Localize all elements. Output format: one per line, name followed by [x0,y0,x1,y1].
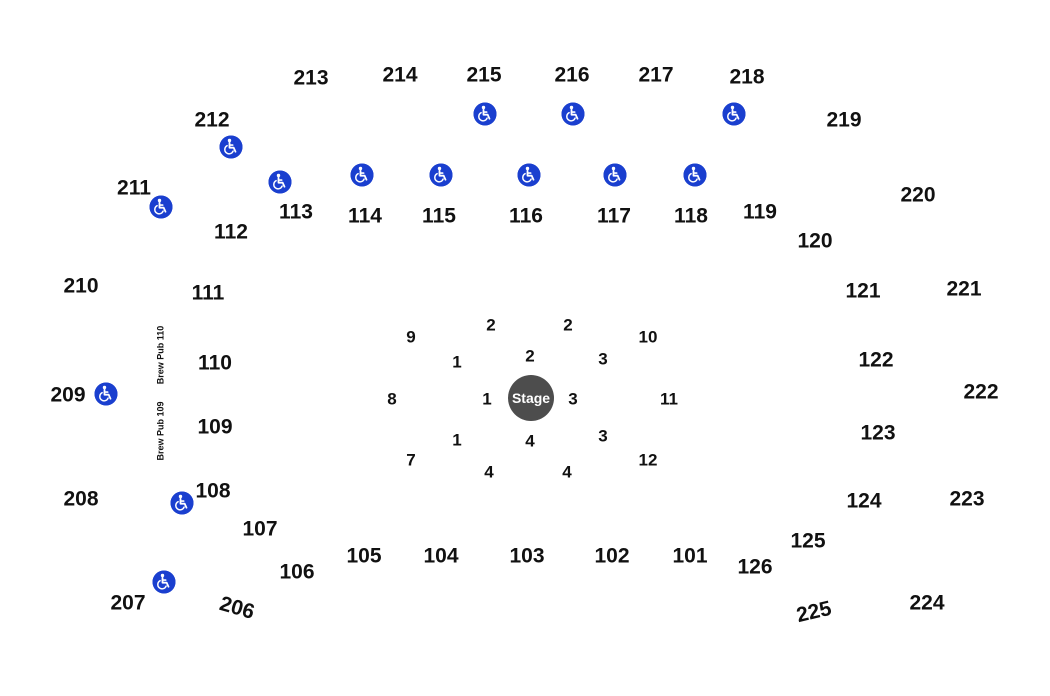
section-222[interactable]: 222 [963,380,999,404]
wheelchair-icon [473,102,497,126]
section-219[interactable]: 219 [826,108,862,132]
section-209[interactable]: 209 [50,383,86,407]
floor-section-4[interactable]: 4 [525,431,535,451]
section-206[interactable]: 206 [216,592,258,624]
section-106[interactable]: 106 [279,560,315,584]
floor-section-2[interactable]: 2 [563,315,573,335]
floor-section-7[interactable]: 7 [406,450,416,470]
section-111[interactable]: 111 [191,281,225,305]
wheelchair-icon [517,163,541,187]
section-124[interactable]: 124 [846,489,882,513]
section-108[interactable]: 108 [195,479,231,503]
section-105[interactable]: 105 [346,544,382,568]
wheelchair-icon [429,163,453,187]
section-217[interactable]: 217 [638,63,674,87]
floor-section-8[interactable]: 8 [387,389,397,409]
section-102[interactable]: 102 [594,544,630,568]
section-220[interactable]: 220 [900,183,936,207]
section-109[interactable]: 109 [197,415,233,439]
brew-pub-109: Brew Pub 109 [155,401,166,461]
section-119[interactable]: 119 [743,200,777,224]
floor-section-12[interactable]: 12 [638,450,658,470]
section-211[interactable]: 211 [117,176,151,200]
floor-section-3[interactable]: 3 [598,349,608,369]
section-126[interactable]: 126 [737,555,773,579]
section-223[interactable]: 223 [949,487,985,511]
wheelchair-icon [152,570,176,594]
section-207[interactable]: 207 [110,591,146,615]
section-101[interactable]: 101 [672,544,708,568]
section-113[interactable]: 113 [279,200,313,224]
section-210[interactable]: 210 [63,274,99,298]
wheelchair-icon [268,170,292,194]
section-212[interactable]: 212 [194,108,230,132]
brew-pub-110: Brew Pub 110 [155,325,166,385]
wheelchair-icon [149,195,173,219]
wheelchair-icon [350,163,374,187]
floor-section-1[interactable]: 1 [482,389,492,409]
section-103[interactable]: 103 [509,544,545,568]
section-215[interactable]: 215 [466,63,502,87]
wheelchair-icon [683,163,707,187]
section-118[interactable]: 118 [674,204,708,228]
section-213[interactable]: 213 [293,66,329,90]
section-110[interactable]: 110 [198,351,232,375]
floor-section-1[interactable]: 1 [452,430,462,450]
floor-section-2[interactable]: 2 [486,315,496,335]
section-104[interactable]: 104 [423,544,459,568]
wheelchair-icon [603,163,627,187]
section-115[interactable]: 115 [422,204,456,228]
wheelchair-icon [561,102,585,126]
wheelchair-icon [722,102,746,126]
section-122[interactable]: 122 [858,348,894,372]
section-214[interactable]: 214 [382,63,418,87]
section-114[interactable]: 114 [348,204,382,228]
stage-label: Stage [511,390,551,406]
section-216[interactable]: 216 [554,63,590,87]
floor-section-3[interactable]: 3 [568,389,578,409]
section-116[interactable]: 116 [509,204,543,228]
section-120[interactable]: 120 [797,229,833,253]
section-208[interactable]: 208 [63,487,99,511]
floor-section-11[interactable]: 11 [660,389,678,409]
section-125[interactable]: 125 [790,529,826,553]
section-121[interactable]: 121 [845,279,881,303]
section-117[interactable]: 117 [597,204,631,228]
wheelchair-icon [219,135,243,159]
floor-section-4[interactable]: 4 [484,462,494,482]
floor-section-3[interactable]: 3 [598,426,608,446]
floor-section-10[interactable]: 10 [638,327,658,347]
section-112[interactable]: 112 [214,220,248,244]
floor-section-4[interactable]: 4 [562,462,572,482]
wheelchair-icon [170,491,194,515]
section-221[interactable]: 221 [946,277,982,301]
section-224[interactable]: 224 [909,591,945,615]
section-107[interactable]: 107 [242,517,278,541]
section-123[interactable]: 123 [860,421,896,445]
section-225[interactable]: 225 [794,596,834,628]
floor-section-1[interactable]: 1 [452,352,462,372]
wheelchair-icon [94,382,118,406]
section-218[interactable]: 218 [729,65,765,89]
floor-section-2[interactable]: 2 [525,346,535,366]
stage: Stage [508,375,554,421]
floor-section-9[interactable]: 9 [406,327,416,347]
